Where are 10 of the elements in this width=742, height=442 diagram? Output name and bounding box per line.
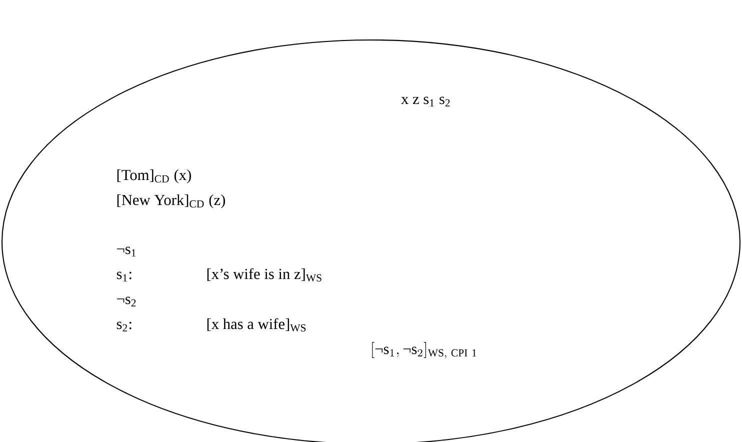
condition-text: ¬s$_{2}$: [117, 296, 136, 306]
condition-text: [New York]$_{CD}$ (z): [117, 194, 225, 208]
condition-text: [x’s wife is in z]$_{WS}$: [207, 268, 322, 282]
condition-text: $[\mathrm{¬s}_{1}, \mathrm{¬s}_{2}]_{\mathrm{WS,\ CPI\ 1}}$: [372, 342, 476, 358]
condition-text: ¬s$_{1}$: [117, 246, 136, 256]
label-text: s$_{2}$:: [116, 322, 132, 332]
label-text: s$_{1}$:: [116, 272, 132, 282]
condition-text: [Tom]$_{CD}$ (x): [117, 169, 191, 184]
referent-list: x z s$_{1}$ s$_{2}$: [401, 96, 450, 106]
condition-text: [x has a wife]$_{WS}$: [207, 318, 306, 332]
